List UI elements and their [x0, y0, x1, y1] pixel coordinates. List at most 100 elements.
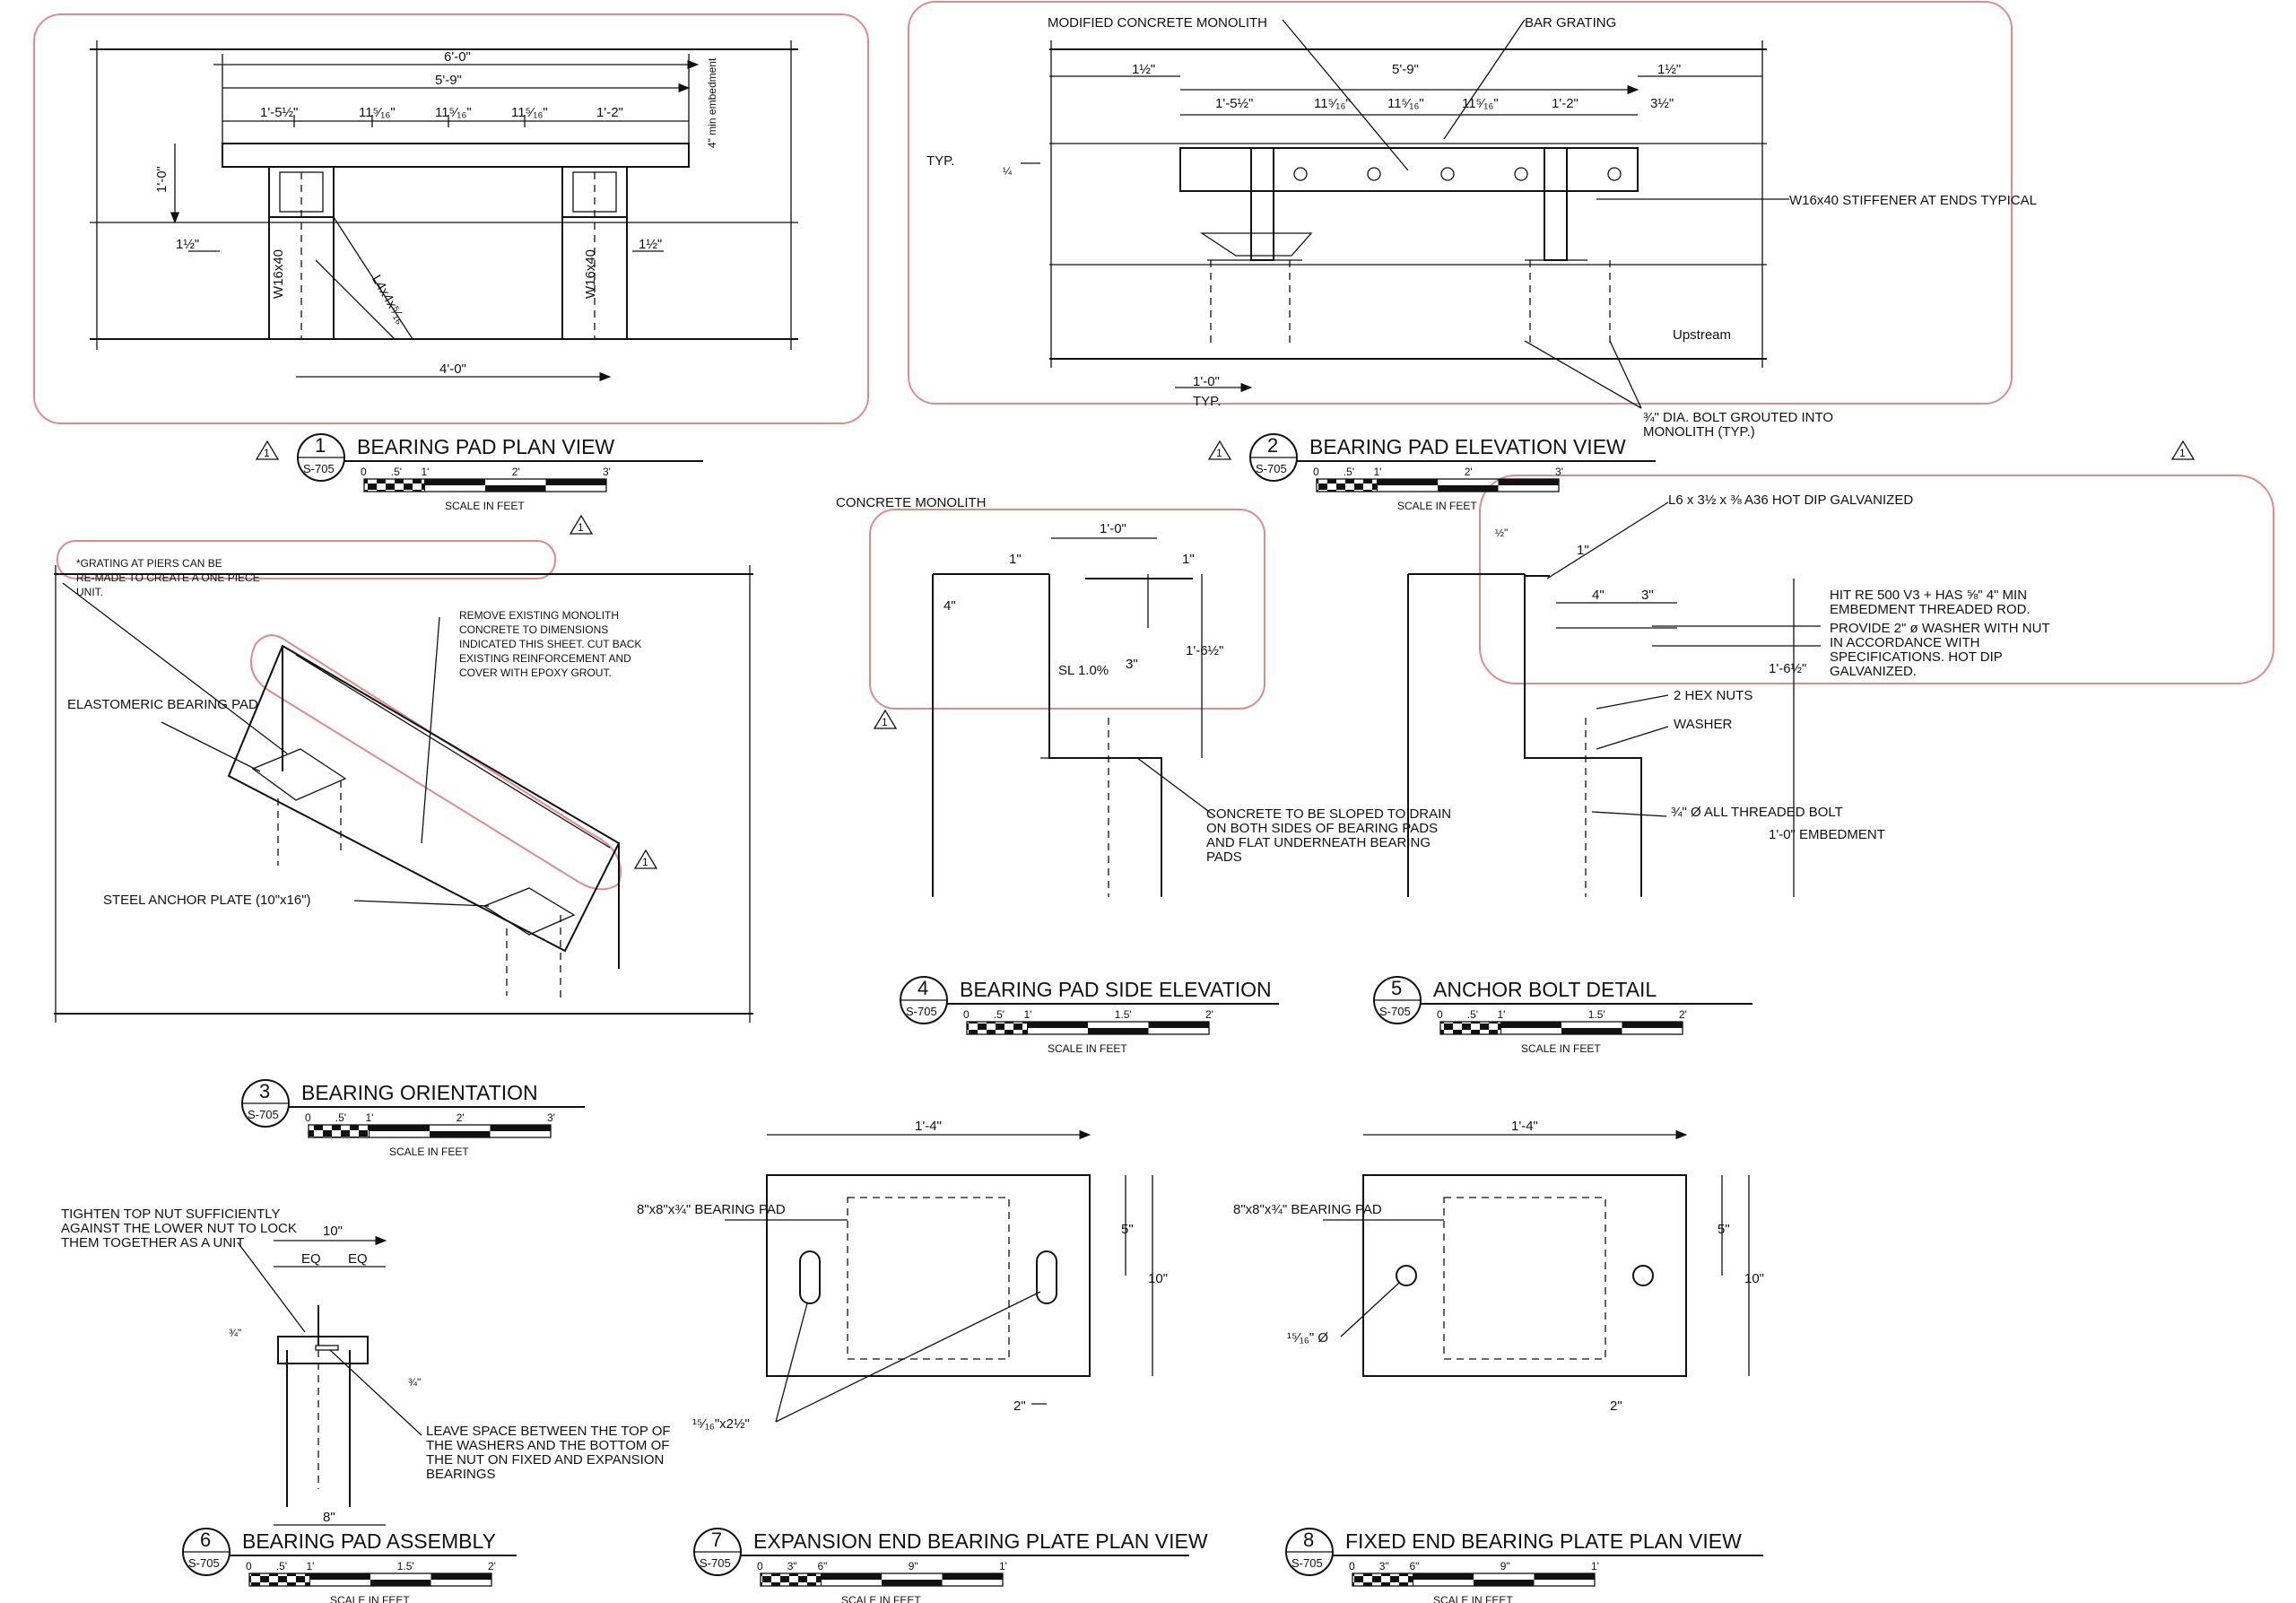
view-title-text: BEARING PAD PLAN VIEW — [357, 435, 614, 458]
svg-text:1½": 1½" — [1657, 62, 1681, 77]
svg-text:1: 1 — [264, 447, 270, 459]
svg-text:1½": 1½" — [176, 237, 199, 252]
view-number: 1 — [315, 434, 326, 457]
svg-text:1'-2": 1'-2" — [1552, 96, 1578, 111]
scale-bar-segment — [1561, 1028, 1622, 1034]
scale-bar-frame — [1316, 478, 1560, 492]
svg-text:8"x8"x¾" BEARING PAD: 8"x8"x¾" BEARING PAD — [637, 1202, 786, 1217]
view-title-text: BEARING PAD ELEVATION VIEW — [1309, 435, 1626, 458]
view-number: 6 — [200, 1529, 211, 1551]
svg-text:1": 1" — [1577, 543, 1589, 558]
svg-text:1: 1 — [578, 521, 584, 534]
svg-text:2 HEX NUTS: 2 HEX NUTS — [1674, 688, 1752, 703]
view-8-fixed-plate: 1'-4" 8"x8"x¾" BEARING PAD 5" 10" 2" ¹⁵⁄… — [1233, 1119, 1764, 1414]
scale-bar-segment — [1500, 1022, 1561, 1028]
svg-text:¼: ¼ — [1003, 165, 1013, 178]
scale-tick-label: 0 — [305, 1111, 311, 1124]
svg-text:10": 10" — [1744, 1271, 1764, 1286]
svg-text:1½": 1½" — [639, 237, 662, 252]
scale-caption: SCALE IN FEET — [1397, 500, 1477, 512]
svg-text:11⁵⁄₁₆": 11⁵⁄₁₆" — [1462, 96, 1499, 111]
svg-text:1'-2": 1'-2" — [596, 105, 623, 120]
svg-text:3½": 3½" — [1650, 96, 1674, 111]
sheet-ref: S-705 — [1379, 1005, 1411, 1018]
svg-text:1'-4": 1'-4" — [1511, 1119, 1538, 1134]
svg-text:4" min embedment: 4" min embedment — [706, 57, 718, 148]
svg-text:CONCRETE MONOLITH: CONCRETE MONOLITH — [836, 495, 987, 510]
scale-caption: SCALE IN FEET — [1048, 1042, 1127, 1055]
svg-text:EQ: EQ — [301, 1251, 321, 1267]
svg-text:1: 1 — [882, 716, 888, 728]
scale-bar-frame — [363, 478, 607, 492]
svg-text:6'-0": 6'-0" — [444, 49, 471, 65]
scale-caption: SCALE IN FEET — [1433, 1594, 1513, 1603]
scale-tick-label: 1' — [307, 1560, 315, 1573]
scale-tick-label: 2' — [1205, 1008, 1213, 1021]
scale-caption: SCALE IN FEET — [445, 500, 525, 512]
sheet-ref: S-705 — [906, 1005, 937, 1018]
scale-bar-segment — [1088, 1028, 1149, 1034]
scale-tick-label: 0 — [1313, 466, 1319, 478]
scale-tick-label: 1' — [1024, 1008, 1032, 1021]
svg-text:WASHER: WASHER — [1674, 717, 1732, 732]
svg-text:ELASTOMERIC BEARING PAD: ELASTOMERIC BEARING PAD — [67, 697, 258, 712]
svg-text:1'-0" EMBEDMENT: 1'-0" EMBEDMENT — [1769, 827, 1885, 842]
scale-tick-label: .5' — [276, 1560, 287, 1573]
scale-bar-segment — [821, 1573, 882, 1580]
svg-text:1½": 1½" — [1132, 62, 1155, 77]
scale-tick-label: .5' — [335, 1111, 346, 1124]
scale-tick-label: 1' — [999, 1560, 1007, 1573]
svg-text:2": 2" — [1610, 1398, 1622, 1414]
view-number: 8 — [1303, 1529, 1314, 1551]
sheet-ref: S-705 — [188, 1556, 220, 1570]
svg-text:10": 10" — [1148, 1271, 1168, 1286]
sheet-ref: S-705 — [303, 462, 335, 475]
svg-text:TYP.: TYP. — [926, 153, 954, 169]
svg-text:10": 10" — [323, 1224, 343, 1239]
scale-bar-checker — [248, 1573, 310, 1587]
svg-text:5'-9": 5'-9" — [435, 73, 462, 88]
scale-caption: SCALE IN FEET — [330, 1594, 410, 1603]
scale-tick-label: 1' — [1591, 1560, 1599, 1573]
scale-tick-label: 3' — [1555, 466, 1563, 478]
svg-text:1'-0": 1'-0" — [1193, 374, 1220, 389]
scale-bar-segment — [430, 1573, 491, 1580]
svg-text:1'-5½": 1'-5½" — [260, 105, 298, 120]
svg-text:1'-4": 1'-4" — [915, 1119, 942, 1134]
sheet-ref: S-705 — [1256, 462, 1287, 475]
scale-tick-label: 6" — [818, 1560, 828, 1573]
scale-bar-segment — [490, 1125, 551, 1131]
scale-tick-label: 2' — [512, 466, 520, 478]
scale-tick-label: 0 — [1437, 1008, 1443, 1021]
svg-text:¾": ¾" — [408, 1376, 421, 1389]
view-4-side-elevation: CONCRETE MONOLITH 1'-0" 1" 1" 4" 3" 1'-6… — [836, 495, 1451, 897]
view-7-expansion-plate: 1'-4" 8"x8"x¾" BEARING PAD 5" 10" 2" ¹⁵⁄… — [637, 1119, 1168, 1432]
svg-text:MODIFIED CONCRETE MONOLITH: MODIFIED CONCRETE MONOLITH — [1048, 15, 1267, 30]
svg-text:TYP.: TYP. — [1193, 394, 1221, 409]
scale-bar-segment — [424, 479, 485, 485]
scale-bar-segment — [1622, 1022, 1683, 1028]
sheet-ref: S-705 — [700, 1556, 731, 1570]
scale-caption: SCALE IN FEET — [389, 1146, 469, 1158]
svg-text:5'-9": 5'-9" — [1392, 62, 1419, 77]
svg-text:8"x8"x¾" BEARING PAD: 8"x8"x¾" BEARING PAD — [1233, 1202, 1382, 1217]
scale-tick-label: 3' — [603, 466, 611, 478]
svg-text:EQ: EQ — [348, 1251, 368, 1267]
svg-text:¹⁵⁄₁₆" Ø: ¹⁵⁄₁₆" Ø — [1287, 1330, 1328, 1346]
scale-tick-label: 1' — [422, 466, 430, 478]
svg-text:1'-0": 1'-0" — [1100, 521, 1126, 536]
scale-tick-label: 0 — [246, 1560, 252, 1573]
scale-tick-label: 6" — [1410, 1560, 1420, 1573]
view-5-anchor-bolt: L6 x 3½ x ⅜ A36 HOT DIP GALVANIZED HIT R… — [1407, 492, 2050, 897]
svg-text:1'-0": 1'-0" — [154, 166, 170, 193]
svg-text:L6 x 3½ x ⅜ A36 HOT DIP GALVAN: L6 x 3½ x ⅜ A36 HOT DIP GALVANIZED — [1668, 492, 1913, 508]
svg-text:1: 1 — [1216, 447, 1222, 459]
